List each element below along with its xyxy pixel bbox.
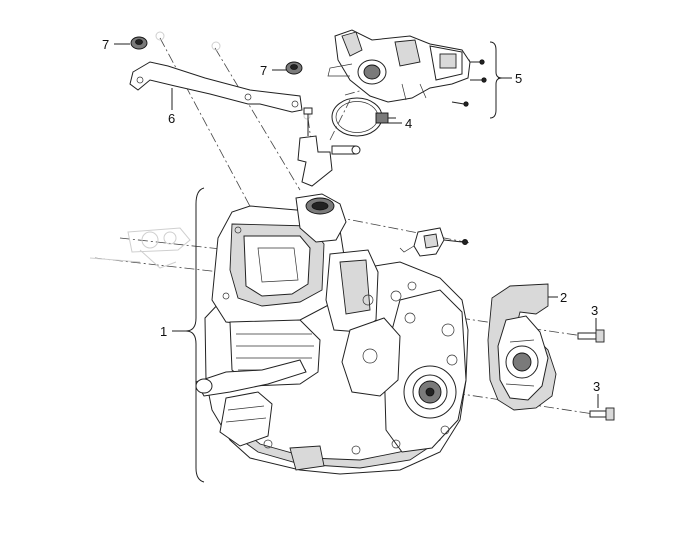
callout-5: 5 xyxy=(515,71,522,86)
callout-1: 1 xyxy=(160,324,167,339)
callout-7-left: 7 xyxy=(102,37,109,52)
engine-side-cover xyxy=(487,283,557,411)
callout-3-lower: 3 xyxy=(593,379,600,394)
throttle-body-assembly xyxy=(327,29,487,107)
sensor-with-bolt xyxy=(399,227,468,257)
cover-bolt-lower xyxy=(589,407,615,421)
leader-lines xyxy=(114,41,599,483)
mounting-bracket xyxy=(129,61,303,113)
hose-clamp xyxy=(331,97,396,137)
callout-labels: 7 7 6 4 5 2 3 3 1 xyxy=(102,37,600,394)
callout-4: 4 xyxy=(405,116,412,131)
callout-7-right: 7 xyxy=(260,63,267,78)
callout-3-upper: 3 xyxy=(591,303,598,318)
cover-bolt-upper xyxy=(577,329,605,343)
callout-6: 6 xyxy=(168,111,175,126)
callout-2: 2 xyxy=(560,290,567,305)
engine-assembly xyxy=(195,107,469,475)
ghost-outline-parts xyxy=(89,31,311,269)
rubber-grommet-right xyxy=(285,61,303,75)
rubber-grommet-left xyxy=(130,36,148,50)
